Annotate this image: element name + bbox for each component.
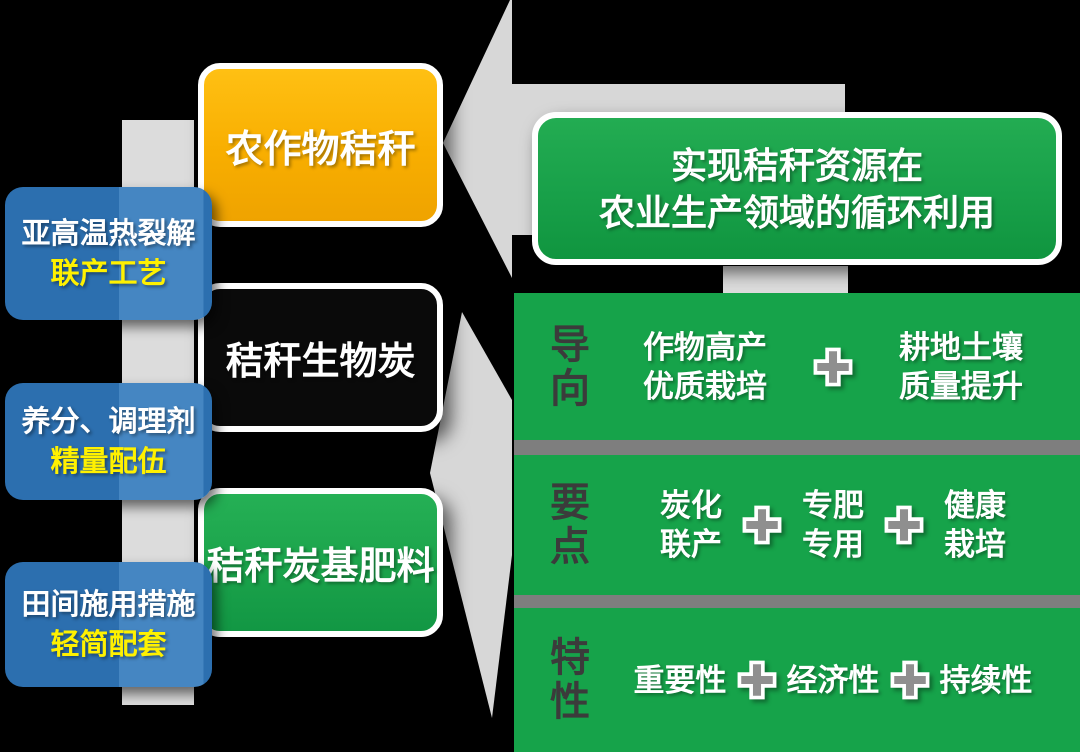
row-label: 要点: [544, 481, 588, 569]
detail-row-orientation: 导向 作物高产 优质栽培 耕地土壤 质量提升: [514, 293, 1080, 440]
row-label: 导向: [544, 322, 588, 411]
note-pyrolysis: 亚高温热裂解 联产工艺: [5, 187, 212, 320]
plus-icon: [884, 505, 924, 545]
plus-icon: [737, 660, 776, 700]
step-straw-biochar: 秸秆生物炭: [198, 283, 443, 432]
row-item: 专肥 专用: [802, 488, 864, 562]
step-carbon-fertilizer: 秸秆炭基肥料: [198, 488, 443, 637]
goal-line-1: 实现秸秆资源在: [670, 144, 923, 186]
row-item: 作物高产 优质栽培: [643, 329, 767, 404]
detail-panel: 导向 作物高产 优质栽培 耕地土壤 质量提升 要点 炭化 联产: [514, 293, 1080, 752]
row-item: 经济性: [786, 662, 880, 698]
goal-line-2: 农业生产领域的循环利用: [598, 191, 995, 233]
row-item: 炭化 联产: [660, 488, 722, 562]
goal-banner: 实现秸秆资源在 农业生产领域的循环利用: [532, 112, 1062, 265]
note-line-2: 精量配伍: [50, 445, 167, 478]
plus-icon: [890, 660, 929, 700]
step-crop-straw: 农作物秸秆: [198, 63, 443, 227]
note-line-1: 亚高温热裂解: [21, 217, 196, 250]
row-separator: [514, 595, 1080, 608]
detail-row-characteristics: 特性 重要性 经济性 持续性: [514, 608, 1080, 752]
row-item: 耕地土壤 质量提升: [899, 329, 1023, 404]
note-line-2: 联产工艺: [50, 257, 167, 290]
flow-arrow-bottom-icon: [430, 312, 512, 718]
note-line-1: 田间施用措施: [21, 588, 196, 621]
note-nutrient-blending: 养分、调理剂 精量配伍: [5, 383, 212, 500]
row-separator: [514, 440, 1080, 455]
plus-icon: [813, 347, 853, 386]
note-line-1: 养分、调理剂: [21, 405, 196, 438]
plus-icon: [742, 505, 782, 545]
row-item: 持续性: [939, 662, 1033, 698]
row-item: 重要性: [633, 662, 727, 698]
note-field-application: 田间施用措施 轻简配套: [5, 562, 212, 687]
detail-row-keypoints: 要点 炭化 联产 专肥 专用 健康 栽培: [514, 455, 1080, 595]
goal-rows-connector: [723, 266, 848, 298]
note-line-2: 轻简配套: [50, 628, 167, 661]
row-item: 健康 栽培: [944, 488, 1006, 562]
row-label: 特性: [544, 636, 588, 724]
